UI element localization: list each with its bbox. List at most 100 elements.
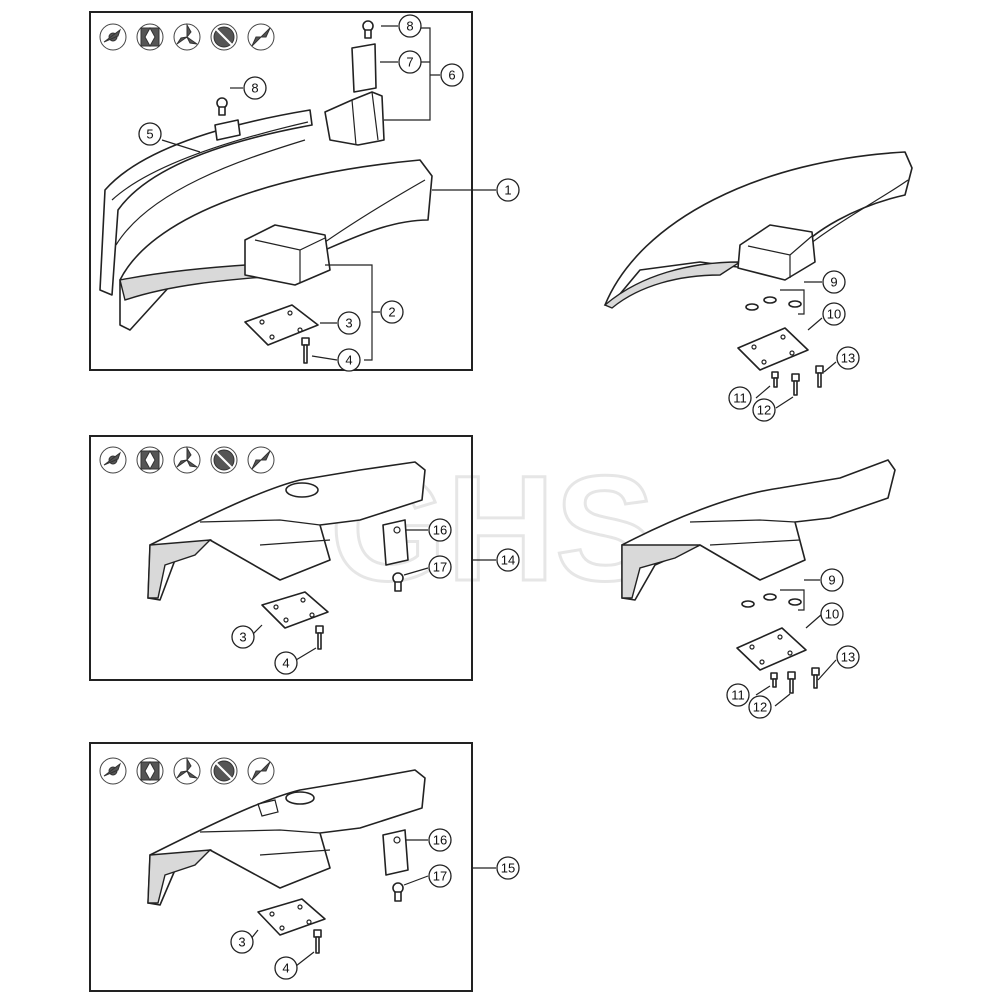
callout-11: 11 — [726, 683, 750, 707]
four-blade-icon — [136, 446, 164, 474]
svg-text:1: 1 — [504, 183, 511, 198]
skirt-clip — [214, 119, 241, 141]
bolt — [301, 337, 310, 364]
svg-text:17: 17 — [433, 560, 447, 575]
mounting-plate — [736, 627, 807, 671]
callout-5: 5 — [138, 122, 162, 146]
svg-text:4: 4 — [282, 961, 289, 976]
callout-8: 8 — [398, 14, 422, 38]
callout-10: 10 — [820, 602, 844, 626]
mounting-plate — [244, 304, 319, 346]
screw — [392, 882, 404, 902]
svg-text:16: 16 — [433, 523, 447, 538]
callout-17: 17 — [428, 864, 452, 888]
metal-blade-guard — [147, 461, 426, 601]
svg-text:11: 11 — [731, 688, 745, 703]
mounting-plate — [261, 591, 329, 629]
callout-9: 9 — [820, 568, 844, 592]
svg-text:8: 8 — [251, 81, 258, 96]
bolt — [770, 672, 778, 688]
guard-assembly-right-bottom — [621, 459, 896, 707]
callout-10: 10 — [822, 302, 846, 326]
mounting-plate — [257, 898, 326, 936]
mounting-bracket — [382, 519, 409, 566]
callout-12: 12 — [752, 398, 776, 422]
screw — [392, 572, 404, 592]
callout-7: 7 — [398, 50, 422, 74]
tool-icons-row-3 — [99, 757, 275, 785]
brush-knife-icon — [99, 446, 127, 474]
bolt — [791, 373, 800, 396]
callout-4: 4 — [274, 651, 298, 675]
bolt — [313, 929, 322, 954]
two-blade-icon — [247, 446, 275, 474]
three-blade-icon — [173, 757, 201, 785]
mounting-plate — [737, 327, 809, 371]
brush-knife-icon — [99, 23, 127, 51]
svg-text:10: 10 — [825, 607, 839, 622]
grass-guard — [119, 159, 433, 331]
panel-1-frame — [89, 11, 473, 371]
svg-text:9: 9 — [828, 573, 835, 588]
callout-2: 2 — [380, 300, 404, 324]
two-blade-icon — [247, 23, 275, 51]
svg-text:12: 12 — [757, 403, 771, 418]
svg-text:11: 11 — [733, 391, 747, 406]
svg-text:2: 2 — [388, 305, 395, 320]
bolt — [771, 371, 779, 388]
guard-skirt — [99, 109, 313, 296]
callout-3: 3 — [231, 625, 255, 649]
callout-8: 8 — [243, 76, 267, 100]
callout-13: 13 — [836, 346, 860, 370]
bolt — [787, 671, 796, 694]
svg-text:6: 6 — [448, 68, 455, 83]
three-blade-icon — [173, 23, 201, 51]
callout-13: 13 — [836, 645, 860, 669]
panel-15-frame — [89, 742, 473, 992]
svg-text:14: 14 — [501, 553, 515, 568]
tool-icons-row-2 — [99, 446, 275, 474]
washer — [741, 593, 802, 608]
callout-16: 16 — [428, 518, 452, 542]
washer — [745, 296, 802, 311]
bracket — [324, 43, 385, 146]
svg-text:13: 13 — [841, 650, 855, 665]
callout-15: 15 — [496, 856, 520, 880]
callout-14: 14 — [496, 548, 520, 572]
panel-14 — [89, 435, 496, 681]
circular-saw-icon — [210, 757, 238, 785]
circular-saw-icon — [210, 446, 238, 474]
panel-1 — [89, 11, 496, 371]
svg-text:5: 5 — [146, 127, 153, 142]
panel-14-frame — [89, 435, 473, 681]
guard-mount-block — [244, 224, 331, 286]
svg-text:4: 4 — [345, 353, 352, 368]
callout-16: 16 — [428, 828, 452, 852]
screw — [362, 20, 374, 39]
callouts: 8 7 6 8 5 1 2 3 4 9 10 13 11 12 16 17 14… — [138, 14, 860, 980]
tool-icons-row-1 — [99, 23, 275, 51]
callout-11: 11 — [728, 386, 752, 410]
svg-text:7: 7 — [406, 55, 413, 70]
bolt — [815, 365, 824, 388]
three-blade-icon — [173, 446, 201, 474]
brush-knife-icon — [99, 757, 127, 785]
callout-12: 12 — [748, 695, 772, 719]
svg-text:12: 12 — [753, 700, 767, 715]
screw — [216, 97, 228, 116]
callout-6: 6 — [440, 63, 464, 87]
svg-text:13: 13 — [841, 351, 855, 366]
callout-9: 9 — [822, 270, 846, 294]
four-blade-icon — [136, 757, 164, 785]
panel-15 — [89, 742, 496, 992]
bolt — [811, 667, 820, 689]
svg-text:15: 15 — [501, 861, 515, 876]
circular-saw-icon — [210, 23, 238, 51]
callout-4: 4 — [274, 956, 298, 980]
callout-17: 17 — [428, 555, 452, 579]
svg-text:8: 8 — [406, 19, 413, 34]
svg-text:3: 3 — [345, 316, 352, 331]
metal-blade-guard — [147, 769, 426, 906]
two-blade-icon — [247, 757, 275, 785]
